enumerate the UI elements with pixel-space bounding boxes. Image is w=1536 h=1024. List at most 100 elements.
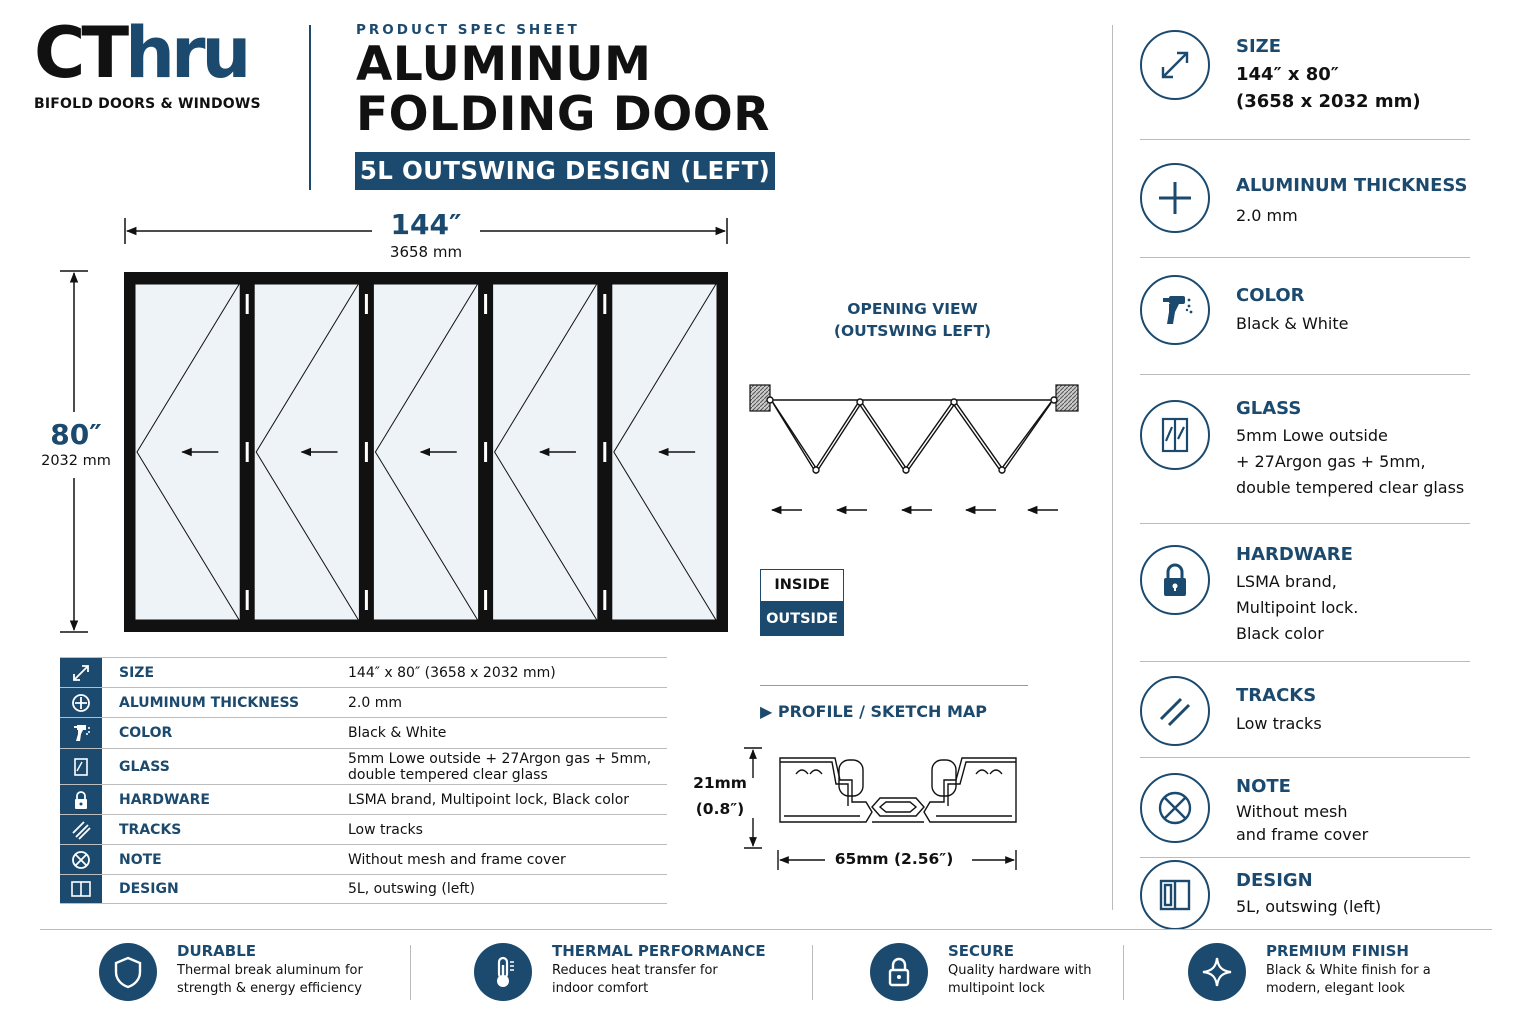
hinge bbox=[484, 442, 488, 462]
header-divider bbox=[309, 25, 311, 190]
spec-value: Low tracks bbox=[348, 821, 423, 838]
swing-indicator bbox=[374, 283, 479, 621]
spec-value: 5mm Lowe outside + 27Argon gas + 5mm, do… bbox=[348, 750, 652, 783]
thermometer-icon bbox=[474, 943, 532, 1001]
swing-indicator bbox=[494, 283, 598, 621]
width-inches: 144″ bbox=[390, 208, 462, 241]
profile-width: 65mm (2.56″) bbox=[834, 850, 954, 868]
no-mesh-icon bbox=[60, 845, 102, 874]
padlock-icon bbox=[870, 943, 928, 1001]
design-icon bbox=[1140, 860, 1210, 930]
side-separator bbox=[1140, 661, 1470, 662]
feature-title: PREMIUM FINISH bbox=[1266, 942, 1409, 960]
profile-sketch bbox=[744, 747, 1017, 870]
hinge bbox=[364, 294, 368, 314]
profile-title: ▶ PROFILE / SKETCH MAP bbox=[760, 702, 988, 721]
no-mesh-icon bbox=[1140, 773, 1210, 843]
design-icon bbox=[60, 875, 102, 903]
spec-value: Black & White bbox=[348, 725, 447, 741]
feature-title: SECURE bbox=[948, 942, 1015, 960]
spec-value: Without mesh and frame cover bbox=[348, 851, 566, 868]
height-mm: 2032 mm bbox=[41, 453, 111, 469]
spec-row-aluminum-thickness: ALUMINUM THICKNESS 2.0 mm bbox=[60, 687, 667, 717]
feature-description: Reduces heat transfer for indoor comfort bbox=[552, 963, 718, 996]
brand-logo: CThru bbox=[34, 12, 251, 94]
spray-gun-icon bbox=[60, 718, 102, 748]
feature-description: Thermal break aluminum for strength & en… bbox=[177, 963, 363, 996]
hinge bbox=[245, 590, 249, 610]
side-separator bbox=[1140, 257, 1470, 258]
spec-value: LSMA brand, Multipoint lock, Black color bbox=[348, 791, 630, 808]
side-separator bbox=[1140, 139, 1470, 140]
outside-label: OUTSIDE bbox=[760, 602, 844, 636]
spec-label: DESIGN bbox=[119, 881, 179, 897]
side-separator bbox=[1140, 523, 1470, 524]
lock-icon bbox=[1140, 545, 1210, 615]
hinge bbox=[484, 294, 488, 314]
spec-value: 5L, outswing (left) bbox=[348, 881, 475, 897]
footer-separator bbox=[410, 945, 411, 1000]
sparkle-icon bbox=[1188, 943, 1246, 1001]
glass-icon bbox=[1140, 400, 1210, 470]
swing-indicator bbox=[255, 283, 359, 621]
side-separator bbox=[1140, 374, 1470, 375]
hinge bbox=[484, 590, 488, 610]
side-separator bbox=[1140, 757, 1470, 758]
footer-divider bbox=[40, 929, 1492, 930]
tracks-icon bbox=[60, 815, 102, 844]
column-divider bbox=[1112, 25, 1113, 910]
shield-icon bbox=[99, 943, 157, 1001]
spec-row-note: NOTE Without mesh and frame cover bbox=[60, 844, 667, 874]
spec-label: SIZE bbox=[119, 664, 155, 681]
profile-height: 21mm(0.8″) bbox=[693, 774, 747, 818]
hinge bbox=[245, 442, 249, 462]
hinge bbox=[603, 442, 607, 462]
spec-row-color: COLOR Black & White bbox=[60, 717, 667, 748]
hinge bbox=[603, 294, 607, 314]
tracks-icon bbox=[1140, 676, 1210, 746]
spec-label: COLOR bbox=[119, 725, 173, 741]
plus-icon bbox=[1140, 163, 1210, 233]
inside-label: INSIDE bbox=[760, 569, 844, 602]
footer-separator bbox=[1123, 945, 1124, 1000]
hinge bbox=[245, 294, 249, 314]
spec-row-hardware: HARDWARE LSMA brand, Multipoint lock, Bla… bbox=[60, 784, 667, 814]
feature-title: THERMAL PERFORMANCE bbox=[552, 942, 766, 960]
spec-label: TRACKS bbox=[119, 821, 182, 838]
hinge bbox=[364, 590, 368, 610]
spec-value: 2.0 mm bbox=[348, 694, 402, 711]
opening-plan-diagram bbox=[749, 384, 1079, 515]
spec-row-size: SIZE 144″ x 80″ (3658 x 2032 mm) bbox=[60, 657, 667, 687]
design-banner: 5L OUTSWING DESIGN (LEFT) bbox=[355, 152, 775, 190]
spec-row-design: DESIGN 5L, outswing (left) bbox=[60, 874, 667, 904]
profile-divider bbox=[760, 685, 1028, 686]
glass-icon bbox=[60, 749, 102, 784]
triangle-icon: ▶ bbox=[760, 702, 778, 721]
hinge bbox=[364, 442, 368, 462]
swing-indicator bbox=[136, 283, 240, 621]
spec-label: GLASS bbox=[119, 758, 170, 775]
feature-description: Black & White finish for a modern, elega… bbox=[1266, 963, 1431, 996]
spec-row-tracks: TRACKS Low tracks bbox=[60, 814, 667, 844]
height-inches: 80″ bbox=[50, 418, 102, 451]
spec-label: NOTE bbox=[119, 851, 162, 868]
side-separator bbox=[1140, 857, 1470, 858]
spec-value: 144″ x 80″ (3658 x 2032 mm) bbox=[348, 664, 556, 681]
footer-separator bbox=[812, 945, 813, 1000]
lock-icon bbox=[60, 785, 102, 814]
spec-table: SIZE 144″ x 80″ (3658 x 2032 mm) ALUMINUM … bbox=[60, 657, 667, 904]
resize-icon bbox=[60, 658, 102, 687]
spray-gun-icon bbox=[1140, 275, 1210, 345]
resize-icon bbox=[1140, 30, 1210, 100]
swing-indicator bbox=[613, 283, 717, 621]
spec-label: ALUMINUM THICKNESS bbox=[119, 694, 300, 711]
feature-title: DURABLE bbox=[177, 942, 257, 960]
opening-view-title: OPENING VIEW(OUTSWING LEFT) bbox=[833, 300, 992, 340]
hinge bbox=[603, 590, 607, 610]
spec-label: HARDWARE bbox=[119, 791, 210, 808]
plus-circle-icon bbox=[60, 688, 102, 717]
feature-description: Quality hardware with multipoint lock bbox=[948, 963, 1092, 996]
width-mm: 3658 mm bbox=[389, 243, 463, 261]
